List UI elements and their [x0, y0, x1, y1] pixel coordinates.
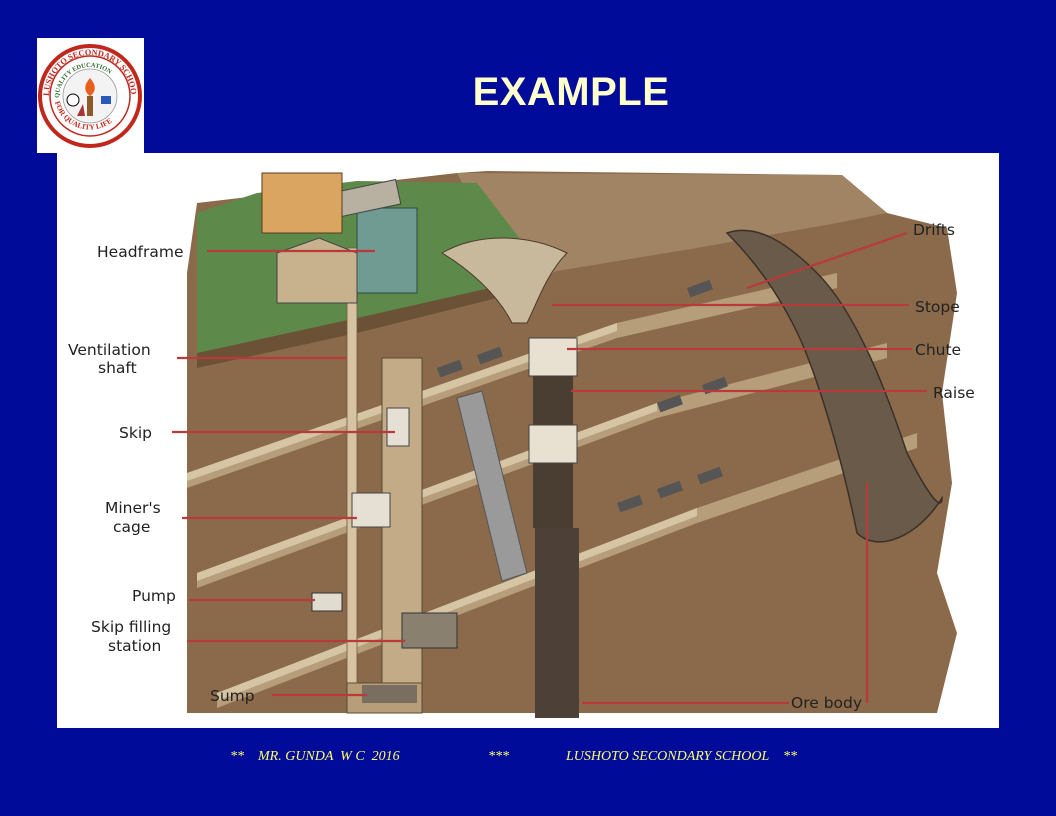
label-stope: Stope: [915, 298, 960, 316]
label-skip: Skip: [119, 424, 152, 442]
school-logo: LUSHOTO SECONDARY SCHOOL QUALITY EDUCATI…: [34, 31, 144, 153]
computer-icon: [101, 96, 111, 104]
skip-box: [386, 407, 410, 447]
leader-lines: [172, 231, 927, 705]
footer: ** MR. GUNDA W C 2016 *** LUSHOTO SECOND…: [0, 749, 1056, 769]
footer-school: LUSHOTO SECONDARY SCHOOL **: [566, 749, 798, 764]
skip-filling-box: [401, 612, 458, 649]
slide-title: EXAMPLE: [472, 70, 670, 114]
label-pump: Pump: [132, 587, 176, 605]
label-ventilation-2: shaft: [98, 359, 137, 377]
label-chute: Chute: [915, 341, 961, 359]
label-skipfill-2: station: [108, 637, 161, 655]
stope: [441, 237, 568, 324]
torch-icon: [87, 96, 93, 116]
label-cage-2: cage: [113, 518, 150, 536]
footer-author: ** MR. GUNDA W C 2016: [230, 749, 400, 764]
pump-box: [311, 592, 343, 612]
ore-pass: [535, 528, 579, 718]
label-drifts: Drifts: [913, 221, 955, 239]
ventilation-shaft: [346, 247, 358, 689]
label-cage-1: Miner's: [105, 499, 161, 517]
ore-body: [725, 229, 943, 543]
label-ventilation-1: Ventilation: [68, 341, 151, 359]
label-raise: Raise: [933, 384, 975, 402]
cage-box: [351, 492, 391, 528]
label-skipfill-1: Skip filling: [91, 618, 171, 636]
label-ore-body: Ore body: [791, 694, 862, 712]
ball-icon: [66, 93, 80, 107]
label-headframe: Headframe: [97, 243, 184, 261]
mine-diagram: Headframe Ventilation shaft Skip Miner's…: [57, 153, 999, 728]
footer-separator: ***: [488, 749, 509, 764]
label-sump: Sump: [210, 687, 255, 705]
hoist-house: [276, 237, 358, 304]
mill-building: [261, 172, 343, 234]
